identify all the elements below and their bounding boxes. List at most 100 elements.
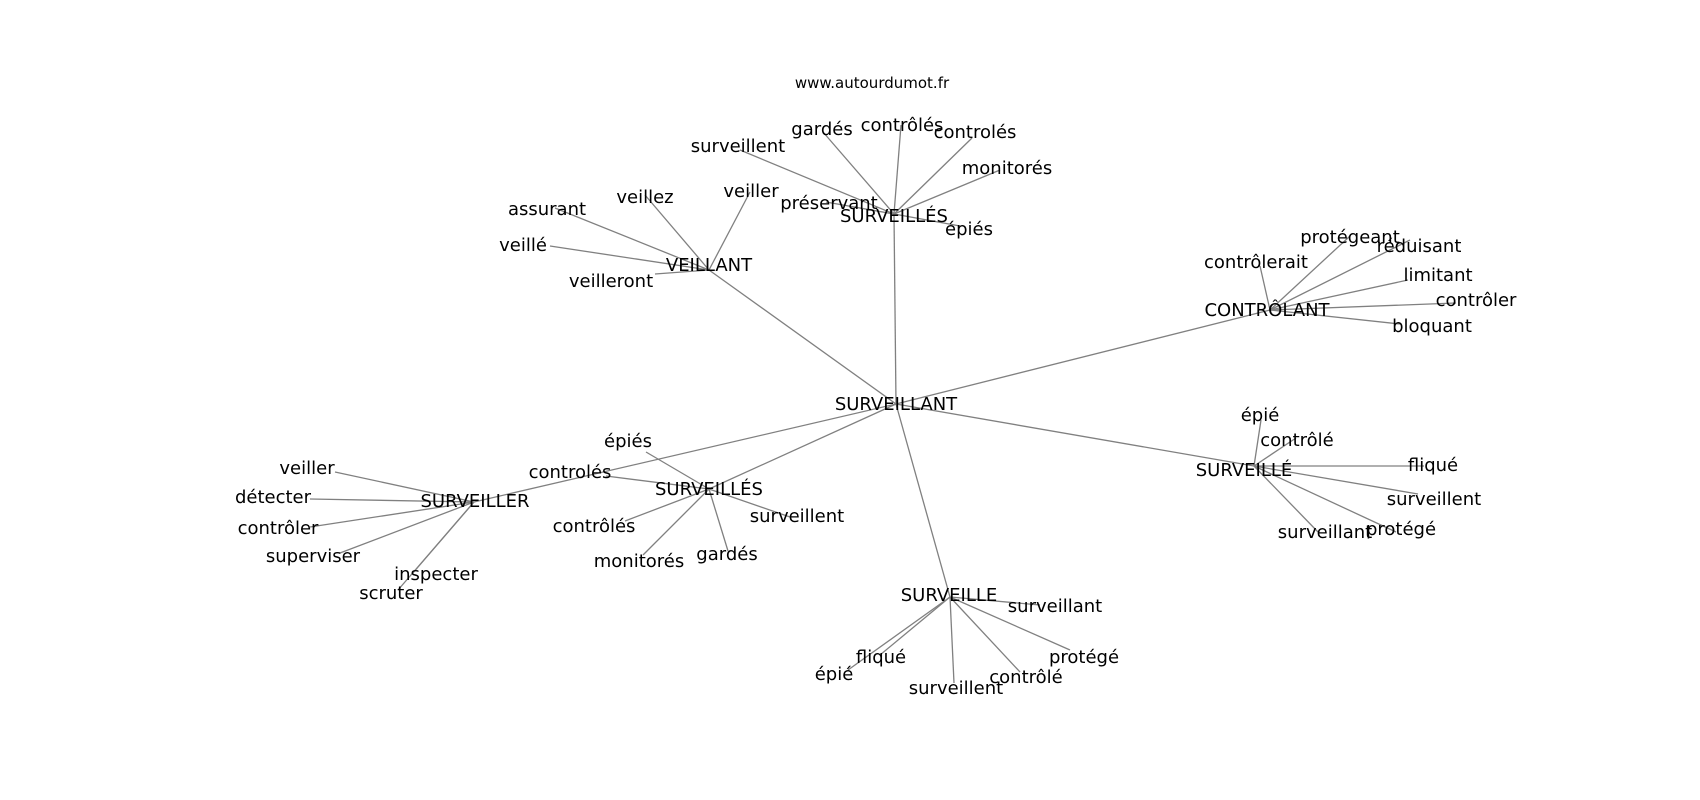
leaf-node-label[interactable]: surveillent <box>750 506 844 527</box>
leaf-node-label[interactable]: fliqué <box>856 647 906 668</box>
edge-surveiller-r4 <box>339 501 475 554</box>
edge-surveillant_c-controlant <box>895 309 1271 405</box>
edge-surveille-u6 <box>949 596 955 684</box>
leaf-node-label[interactable]: veillé <box>499 235 547 256</box>
edge-surveiller-r6 <box>397 501 475 591</box>
leaf-node-label[interactable]: veillez <box>616 187 673 208</box>
hub-node-label[interactable]: SURVEILLÉS <box>655 478 763 500</box>
edge-surveille_acc-a4 <box>1253 465 1419 495</box>
edge-surveiller-r1 <box>334 471 475 503</box>
leaf-node-label[interactable]: surveillant <box>1278 522 1372 543</box>
leaf-node-label[interactable]: épié <box>1241 405 1280 426</box>
edge-surveillant_c-veillant <box>708 269 897 405</box>
edge-surveille_acc-a6 <box>1253 465 1397 533</box>
edge-surveilles-s6 <box>893 213 961 227</box>
edge-surveillant_c-surveilles <box>893 213 897 405</box>
leaf-node-label[interactable]: préservant <box>780 193 878 214</box>
edge-surveilles2-t5 <box>642 488 710 556</box>
edge-veillant-v5 <box>654 269 710 275</box>
edge-surveilles-s4 <box>893 137 973 215</box>
leaf-node-label[interactable]: bloquant <box>1392 316 1472 337</box>
edge-surveille-u2 <box>879 596 951 656</box>
leaf-node-label[interactable]: contrôlé <box>989 667 1062 688</box>
leaf-node-label[interactable]: limitant <box>1403 265 1472 286</box>
leaf-node-label[interactable]: veilleront <box>569 271 653 292</box>
leaf-node-label[interactable]: surveillent <box>909 678 1003 699</box>
hub-node-label[interactable]: SURVEILLÉS <box>840 205 948 227</box>
edge-surveilles2-t6 <box>708 488 729 552</box>
edge-controlant-c3 <box>1259 265 1271 311</box>
leaf-node-label[interactable]: scruter <box>359 583 423 604</box>
edge-controlant-c4 <box>1269 279 1409 311</box>
edge-surveilles-s7 <box>825 201 895 215</box>
hub-node-label[interactable]: CONTRÔLANT <box>1204 299 1330 321</box>
leaf-node-label[interactable]: protégeant <box>1300 227 1400 248</box>
edge-surveillant_c-surveille <box>895 403 951 598</box>
leaf-node-label[interactable]: assurant <box>508 199 586 220</box>
leaf-node-label[interactable]: épiés <box>604 431 652 452</box>
edge-surveille-u3 <box>949 596 1071 651</box>
edge-surveillant_c-surveiller <box>473 403 897 503</box>
leaf-node-label[interactable]: surveillent <box>691 136 785 157</box>
edge-veillant-v3 <box>708 191 751 271</box>
edge-veillant-v1 <box>554 207 710 271</box>
edge-controlant-c2 <box>1269 239 1411 311</box>
edge-surveille_acc-a1 <box>1253 419 1262 467</box>
leaf-node-label[interactable]: protégé <box>1366 519 1436 540</box>
edge-surveilles-s1 <box>739 149 895 215</box>
edge-veillant-v4 <box>549 245 710 271</box>
leaf-node-label[interactable]: surveillent <box>1387 489 1481 510</box>
edge-surveilles2-t4 <box>708 488 791 518</box>
hub-node-label[interactable]: SURVEILLE <box>901 585 998 606</box>
site-credit: www.autourdumot.fr <box>795 74 950 92</box>
leaf-node-label[interactable]: contrôler <box>1436 290 1517 311</box>
edge-veillant-v2 <box>644 194 710 271</box>
leaf-node-label[interactable]: contrôler <box>238 518 319 539</box>
leaf-node-label[interactable]: superviser <box>266 546 361 567</box>
leaf-node-label[interactable]: détecter <box>235 487 312 508</box>
leaf-node-label[interactable]: veiller <box>279 458 335 479</box>
edge-surveillant_c-surveille_acc <box>895 403 1255 467</box>
leaf-node-label[interactable]: surveillant <box>1008 596 1102 617</box>
leaf-node-label[interactable]: monitorés <box>594 551 684 572</box>
leaf-node-label[interactable]: gardés <box>791 119 852 140</box>
leaf-node-label[interactable]: contrôlés <box>553 516 636 537</box>
leaf-node-label[interactable]: épiés <box>945 219 993 240</box>
leaf-node-label[interactable]: controlés <box>529 462 612 483</box>
leaf-node-label[interactable]: controlés <box>934 122 1017 143</box>
edge-surveilles2-t1 <box>645 451 710 490</box>
edge-surveille-u1 <box>949 596 1041 606</box>
edge-surveille_acc-a5 <box>1253 465 1319 533</box>
hub-node-label[interactable]: SURVEILLER <box>420 491 529 512</box>
edge-surveiller-r3 <box>309 501 475 528</box>
edge-surveiller-r2 <box>309 498 475 503</box>
leaf-node-label[interactable]: monitorés <box>962 158 1052 179</box>
edge-surveilles2-t2 <box>605 475 710 490</box>
leaf-node-label[interactable]: veiller <box>723 181 779 202</box>
leaf-node-label[interactable]: inspecter <box>394 564 478 585</box>
graph-edges <box>309 124 1457 684</box>
leaf-node-label[interactable]: contrôlés <box>861 115 944 136</box>
edge-controlant-c6 <box>1269 309 1401 325</box>
graph-labels: SURVEILLANT SURVEILLÉS surveillent gardés co… <box>235 115 1517 699</box>
leaf-node-label[interactable]: contrôlé <box>1260 430 1333 451</box>
leaf-node-label[interactable]: contrôlerait <box>1204 252 1308 273</box>
center-node-label[interactable]: SURVEILLANT <box>835 394 958 415</box>
leaf-node-label[interactable]: réduisant <box>1377 236 1462 257</box>
leaf-node-label[interactable]: protégé <box>1049 647 1119 668</box>
hub-node-label[interactable]: VEILLANT <box>666 255 753 276</box>
edge-controlant-c5 <box>1269 302 1457 311</box>
edge-surveilles2-t3 <box>624 488 710 522</box>
edge-surveille-u4 <box>847 596 951 671</box>
edge-surveilles-s5 <box>893 169 1001 215</box>
edge-surveillant_c-surveilles2 <box>708 403 897 490</box>
edge-surveille_acc-a2 <box>1253 437 1297 467</box>
edge-controlant-c1 <box>1269 235 1351 311</box>
edge-surveilles-s3 <box>893 124 902 215</box>
leaf-node-label[interactable]: fliqué <box>1408 455 1458 476</box>
hub-node-label[interactable]: SURVEILLÉ <box>1196 459 1293 481</box>
leaf-node-label[interactable]: gardés <box>696 544 757 565</box>
leaf-node-label[interactable]: épié <box>815 664 854 685</box>
edge-surveilles-s2 <box>822 131 895 215</box>
